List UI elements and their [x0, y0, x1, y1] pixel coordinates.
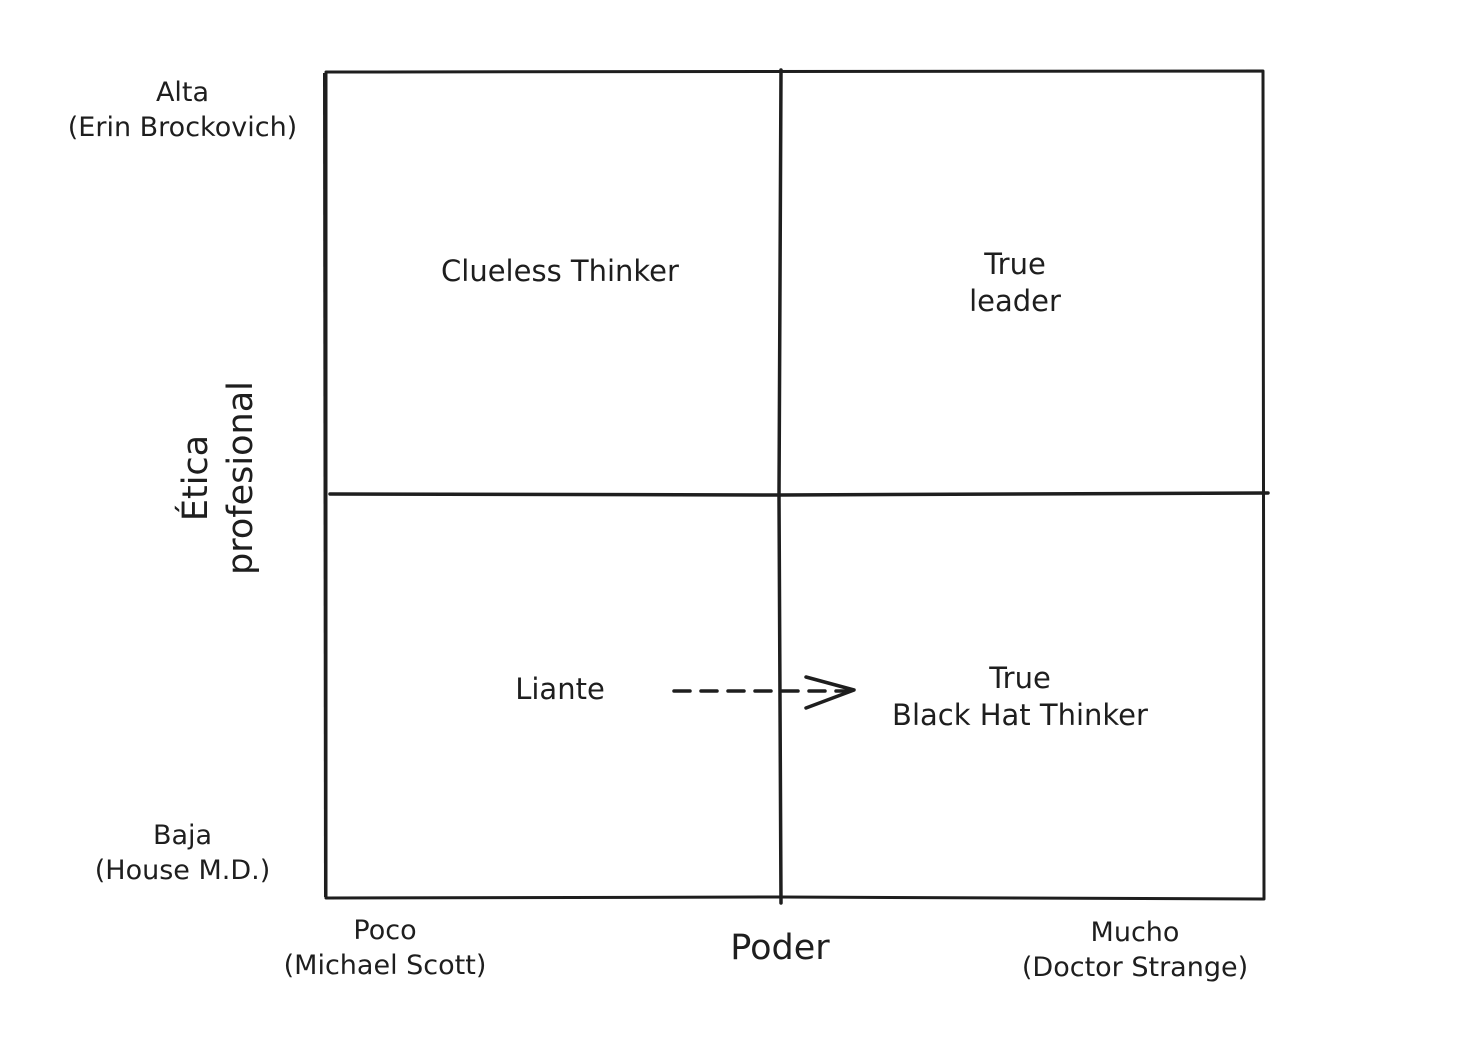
x-axis-high-word: Mucho: [1090, 917, 1180, 948]
y-axis-title-line1: Ética: [176, 434, 217, 522]
quadrant-top-left-label: Clueless Thinker: [400, 253, 720, 290]
matrix-frame: [324, 69, 1266, 901]
frame-left-edge-overdraw: [323, 72, 326, 898]
y-axis-low-label: Baja (House M.D.): [40, 819, 325, 888]
quadrant-bottom-right-line2: Black Hat Thinker: [892, 698, 1148, 733]
arrowhead-icon: [804, 675, 856, 710]
x-axis-high-example: (Doctor Strange): [1021, 951, 1249, 983]
y-axis-title: Ética profesional: [174, 358, 264, 598]
x-axis-high-label: Mucho (Doctor Strange): [985, 916, 1285, 985]
y-axis-high-word: Alta: [155, 77, 210, 108]
quadrant-top-left-text: Clueless Thinker: [441, 254, 679, 288]
quadrant-bottom-left-text: Liante: [515, 672, 605, 706]
quadrant-top-right-line2: leader: [969, 284, 1061, 319]
x-axis-title-text: Poder: [730, 928, 830, 968]
quadrant-top-right-label: True leader: [920, 246, 1110, 320]
y-axis-high-label: Alta (Erin Brockovich): [40, 76, 325, 145]
quadrant-bottom-right-line1: True: [989, 661, 1051, 695]
x-axis-title: Poder: [700, 926, 860, 971]
y-axis-low-word: Baja: [152, 820, 213, 851]
y-axis-high-example: (Erin Brockovich): [67, 111, 298, 143]
x-axis-low-example: (Michael Scott): [283, 949, 487, 981]
x-axis-low-label: Poco (Michael Scott): [250, 914, 520, 983]
y-axis-low-example: (House M.D.): [94, 854, 271, 886]
quadrant-top-right-line1: True: [984, 247, 1046, 281]
vertical-divider: [777, 68, 783, 905]
x-axis-low-word: Poco: [353, 915, 417, 946]
y-axis-title-line2: profesional: [221, 381, 261, 575]
quadrant-bottom-right-label: True Black Hat Thinker: [860, 660, 1180, 734]
quadrant-bottom-left-label: Liante: [480, 671, 640, 708]
horizontal-divider: [328, 491, 1270, 497]
